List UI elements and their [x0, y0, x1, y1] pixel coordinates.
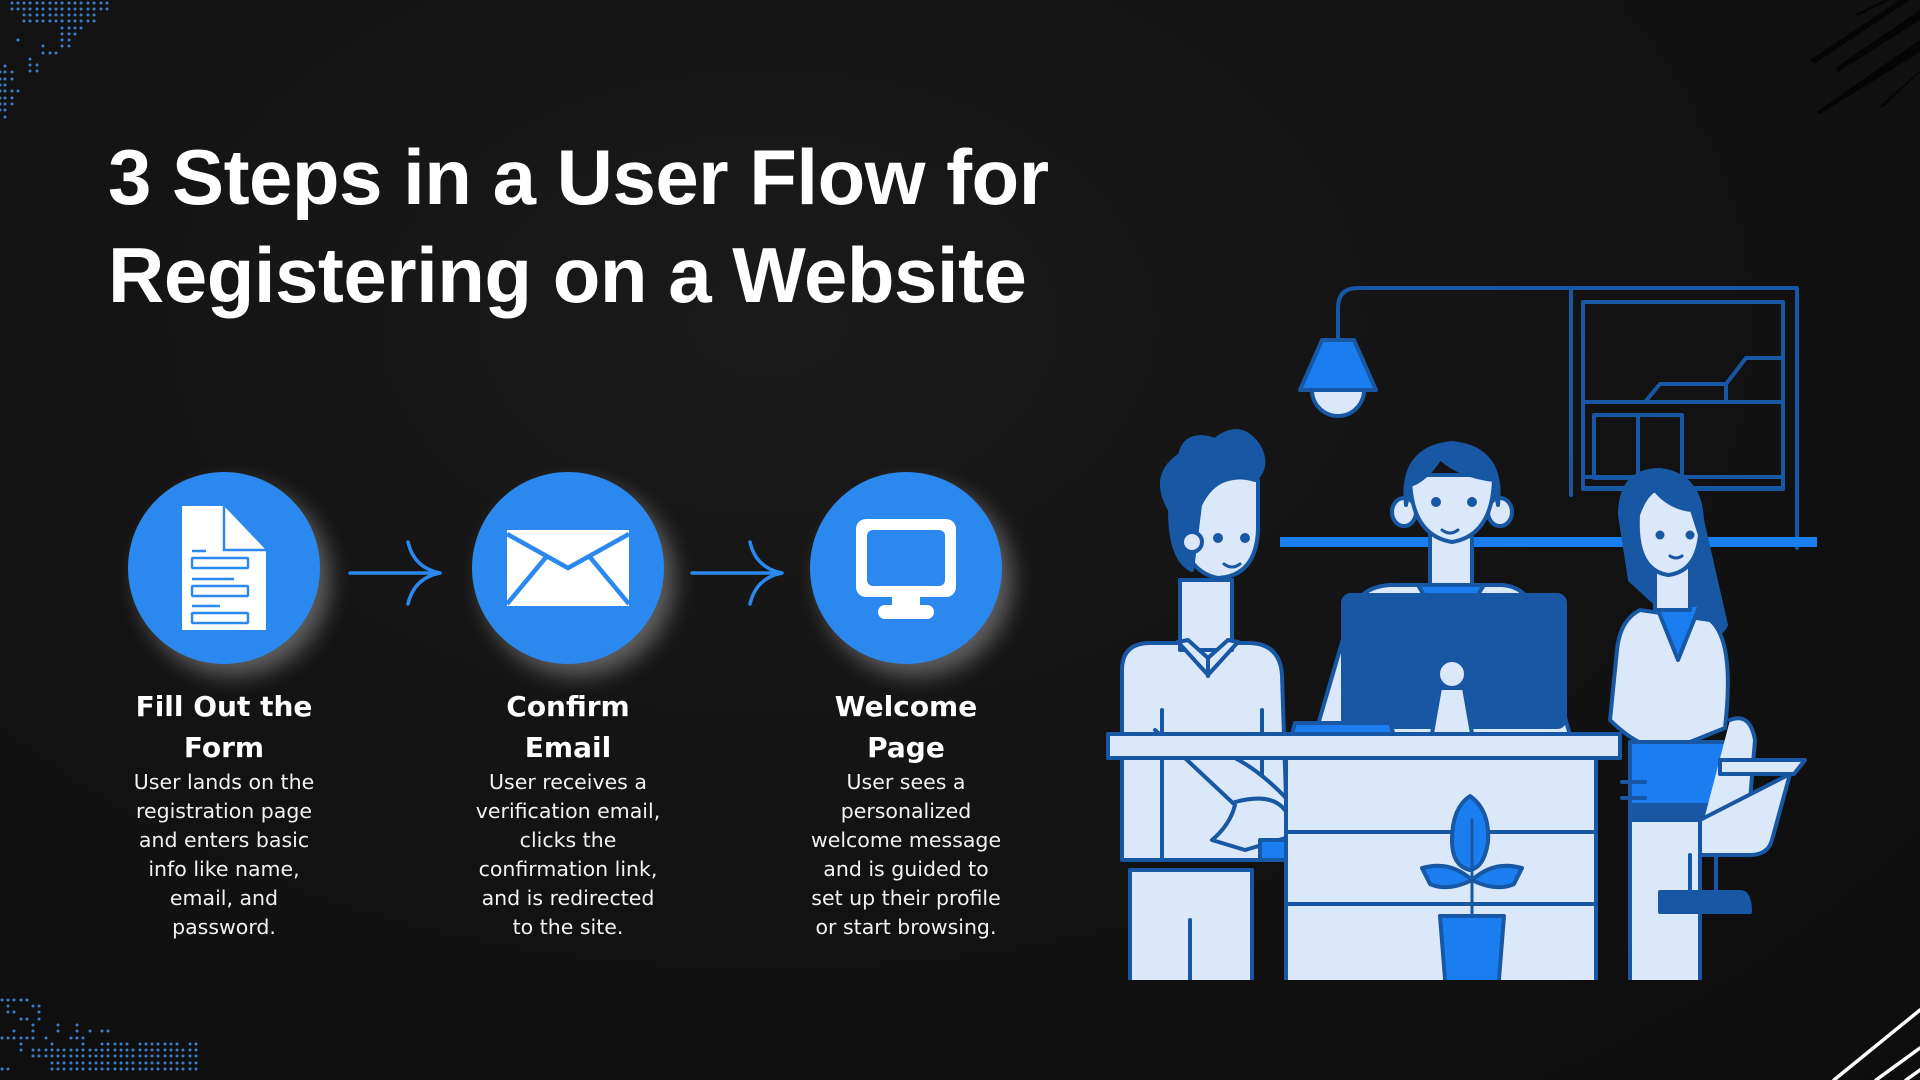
office-team-illustration: [1106, 286, 1817, 980]
step-2-icon-circle: [472, 472, 664, 664]
arrow-right-icon: [348, 540, 442, 606]
brush-strokes-top-right: [1810, 0, 1920, 114]
desk-top: [1106, 732, 1622, 760]
step-1-title-line-1: Fill Out the: [135, 690, 313, 723]
step-3-description: User sees a personalized welcome message…: [810, 770, 1002, 939]
step-2-title: Confirm Email: [438, 686, 698, 768]
dot-pattern-top-left: [0, 1, 109, 119]
step-2-description: User receives a verification email, clic…: [475, 770, 661, 939]
chair-icon: [1658, 716, 1807, 914]
step-1-title: Fill Out the Form: [94, 686, 354, 768]
wall-shelf: [1280, 537, 1817, 547]
desktop-monitor: [1288, 593, 1567, 747]
step-3-title: Welcome Page: [776, 686, 1036, 768]
potted-plant-icon: [1420, 794, 1524, 980]
step-2-title-line-2: Email: [524, 731, 612, 764]
step-1-description: User lands on the registration page and …: [133, 770, 315, 939]
step-1-icon-circle: [128, 472, 320, 664]
pendant-lamp-icon: [1298, 338, 1378, 418]
step-3-title-line-1: Welcome: [834, 690, 978, 723]
dot-pattern-bottom-left: [0, 998, 198, 1071]
step-fill-out-form: Fill Out the Form User lands on the regi…: [94, 472, 354, 942]
title-line-1: 3 Steps in a User Flow for: [108, 133, 1049, 221]
step-welcome-page: Welcome Page User sees a personalized we…: [776, 472, 1036, 942]
monitor-icon: [856, 519, 956, 619]
title-line-2: Registering on a Website: [108, 231, 1027, 319]
step-2-title-line-1: Confirm: [506, 690, 630, 723]
bookshelf-icon: [1581, 300, 1785, 491]
document-form-icon: [182, 506, 266, 630]
seated-woman: [1608, 468, 1737, 980]
step-3-title-line-2: Page: [867, 731, 945, 764]
step-1-title-line-2: Form: [183, 731, 265, 764]
arrow-right-icon: [690, 540, 784, 606]
lamp-cord: [1336, 286, 1799, 550]
step-confirm-email: Confirm Email User receives a verificati…: [438, 472, 698, 942]
envelope-icon: [507, 530, 629, 606]
step-3-icon-circle: [810, 472, 1002, 664]
stripe-lines-bottom-right: [1832, 1008, 1920, 1080]
page-title: 3 Steps in a User Flow for Registering o…: [108, 128, 1049, 324]
